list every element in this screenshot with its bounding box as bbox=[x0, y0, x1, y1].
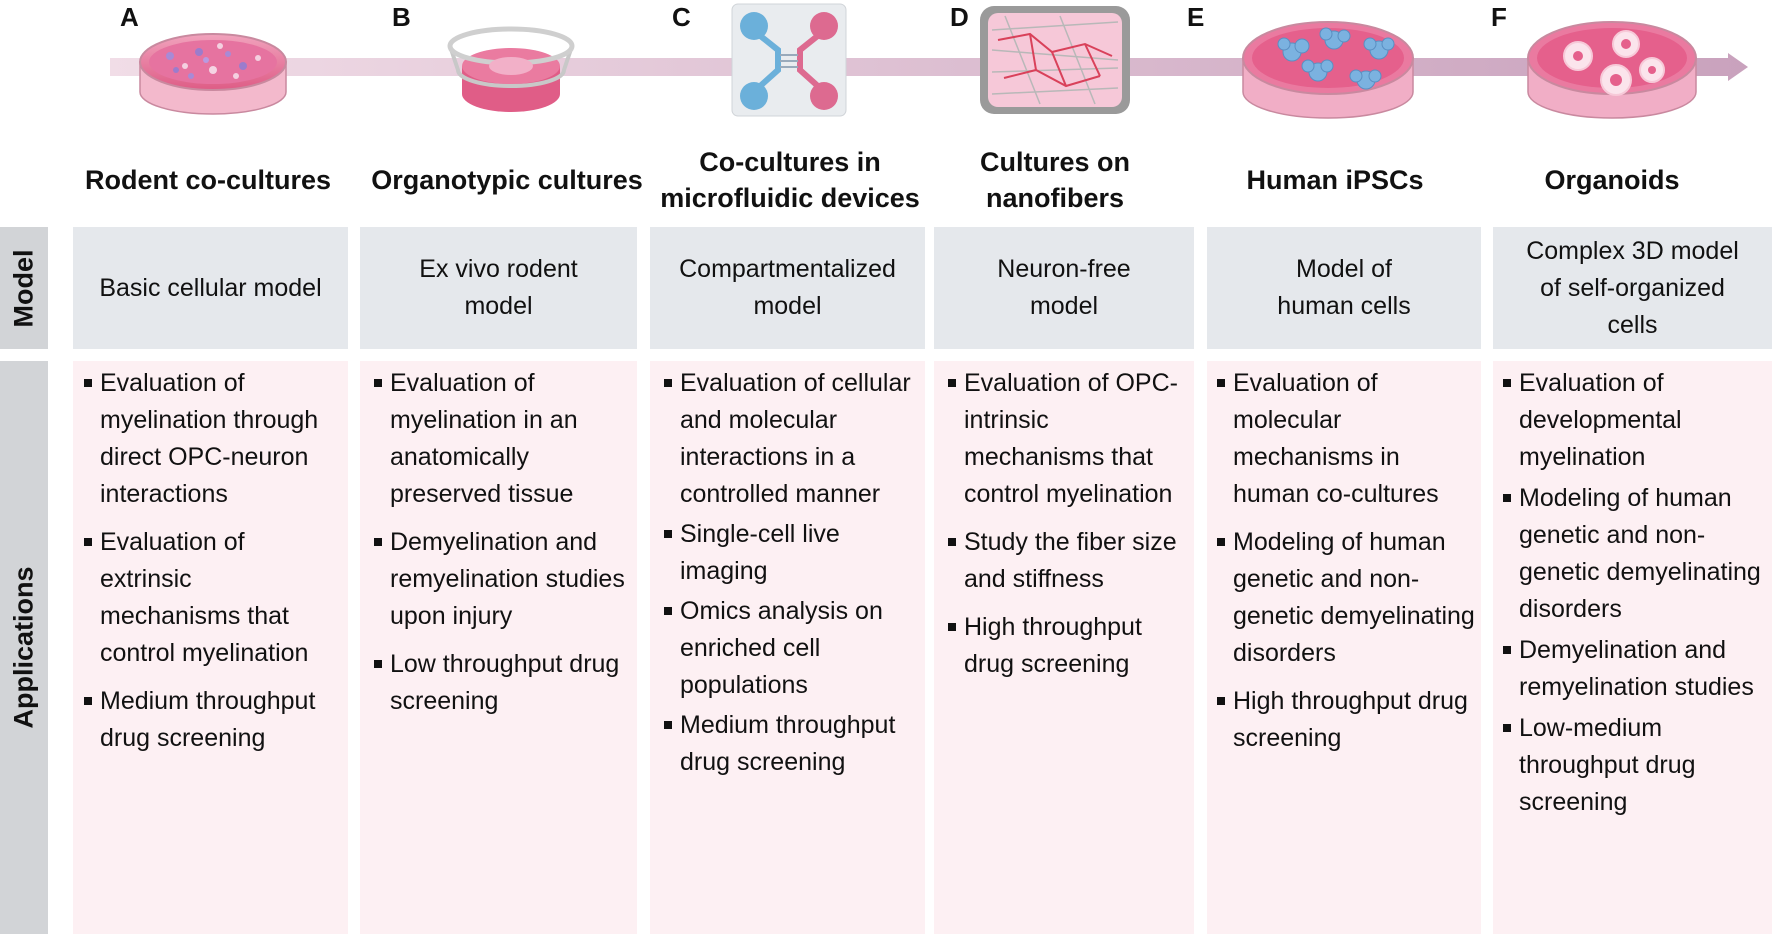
model-text-c: Compartmentalized model bbox=[679, 255, 896, 320]
list-item: Omics analysis on enriched cell populati… bbox=[664, 593, 917, 704]
petri-dish-cocultures-icon bbox=[139, 33, 287, 115]
model-cell-c: Compartmentalized model bbox=[650, 227, 925, 349]
model-text-f: Complex 3D model of self-organized cells bbox=[1526, 236, 1739, 339]
applications-list-d: Evaluation of OPC-intrinsic mechanisms t… bbox=[948, 365, 1186, 683]
applications-cell-a: Evaluation of myelination through direct… bbox=[73, 361, 348, 934]
model-cell-a: Basic cellular model bbox=[73, 227, 348, 349]
column-title-e: Human iPSCs bbox=[1246, 165, 1424, 196]
petri-dish-ipsc-colonies-icon bbox=[1242, 21, 1414, 119]
column-title-f: Organoids bbox=[1544, 165, 1680, 196]
applications-list-f: Evaluation of developmental myelination … bbox=[1503, 365, 1766, 821]
applications-cell-e: Evaluation of molecular mechanisms in hu… bbox=[1207, 361, 1481, 934]
timeline-arrow bbox=[110, 3, 1748, 119]
applications-cell-b: Evaluation of myelination in an anatomic… bbox=[360, 361, 637, 934]
panel-letter-a: A bbox=[120, 2, 139, 32]
row-label-applications-text: Applications bbox=[8, 566, 39, 729]
petri-dish-organoids-icon bbox=[1527, 21, 1697, 119]
list-item: Evaluation of extrinsic mechanisms that … bbox=[84, 524, 336, 672]
applications-cell-c: Evaluation of cellular and molecular int… bbox=[650, 361, 925, 934]
panel-letter-b: B bbox=[392, 2, 411, 32]
column-title-a: Rodent co-cultures bbox=[84, 165, 332, 196]
list-item: Demyelination and remyelination studies … bbox=[374, 524, 627, 635]
row-label-model: Model bbox=[0, 227, 48, 349]
model-text-d: Neuron-free model bbox=[997, 255, 1131, 320]
list-item: Demyelination and remyelination studies bbox=[1503, 632, 1766, 706]
list-item: Evaluation of cellular and molecular int… bbox=[664, 365, 917, 513]
model-cell-b: Ex vivo rodent model bbox=[360, 227, 637, 349]
list-item: Evaluation of developmental myelination bbox=[1503, 365, 1766, 476]
model-cell-d: Neuron-free model bbox=[934, 227, 1194, 349]
panel-letter-f: F bbox=[1491, 2, 1507, 32]
applications-list-c: Evaluation of cellular and molecular int… bbox=[664, 365, 917, 781]
organotypic-insert-icon bbox=[447, 26, 575, 112]
applications-list-a: Evaluation of myelination through direct… bbox=[84, 365, 336, 757]
column-title-d: Cultures on nanofibers bbox=[979, 147, 1130, 213]
list-item: High throughput drug screening bbox=[1217, 683, 1475, 757]
column-title-c: Co-cultures in microfluidic devices bbox=[660, 147, 920, 213]
list-item: Evaluation of myelination in an anatomic… bbox=[374, 365, 627, 513]
panel-letter-e: E bbox=[1187, 2, 1205, 32]
applications-list-e: Evaluation of molecular mechanisms in hu… bbox=[1217, 365, 1475, 757]
model-text-a: Basic cellular model bbox=[99, 273, 322, 302]
panel-letter-c: C bbox=[672, 2, 691, 32]
microfluidic-device-icon bbox=[731, 3, 847, 117]
list-item: Study the fiber size and stiffness bbox=[948, 524, 1186, 598]
list-item: Medium throughput drug screening bbox=[664, 707, 917, 781]
row-label-applications: Applications bbox=[0, 361, 48, 934]
list-item: Evaluation of OPC-intrinsic mechanisms t… bbox=[948, 365, 1186, 513]
model-text-e: Model of human cells bbox=[1277, 255, 1411, 320]
model-cell-e: Model of human cells bbox=[1207, 227, 1481, 349]
panel-letter-d: D bbox=[950, 2, 969, 32]
column-title-b: Organotypic cultures bbox=[371, 165, 643, 196]
model-cell-f: Complex 3D model of self-organized cells bbox=[1493, 227, 1772, 349]
nanofiber-scaffold-icon bbox=[980, 6, 1130, 114]
list-item: Modeling of human genetic and non-geneti… bbox=[1217, 524, 1475, 672]
applications-cell-d: Evaluation of OPC-intrinsic mechanisms t… bbox=[934, 361, 1194, 934]
applications-list-b: Evaluation of myelination in an anatomic… bbox=[374, 365, 627, 720]
list-item: Medium throughput drug screening bbox=[84, 683, 336, 757]
list-item: Single-cell live imaging bbox=[664, 516, 917, 590]
list-item: Evaluation of molecular mechanisms in hu… bbox=[1217, 365, 1475, 513]
list-item: High throughput drug screening bbox=[948, 609, 1186, 683]
row-label-model-text: Model bbox=[8, 249, 39, 327]
list-item: Modeling of human genetic and non-geneti… bbox=[1503, 480, 1766, 628]
applications-cell-f: Evaluation of developmental myelination … bbox=[1493, 361, 1772, 934]
list-item: Low throughput drug screening bbox=[374, 646, 627, 720]
model-text-b: Ex vivo rodent model bbox=[419, 255, 578, 320]
list-item: Evaluation of myelination through direct… bbox=[84, 365, 336, 513]
list-item: Low-medium throughput drug screening bbox=[1503, 710, 1766, 821]
